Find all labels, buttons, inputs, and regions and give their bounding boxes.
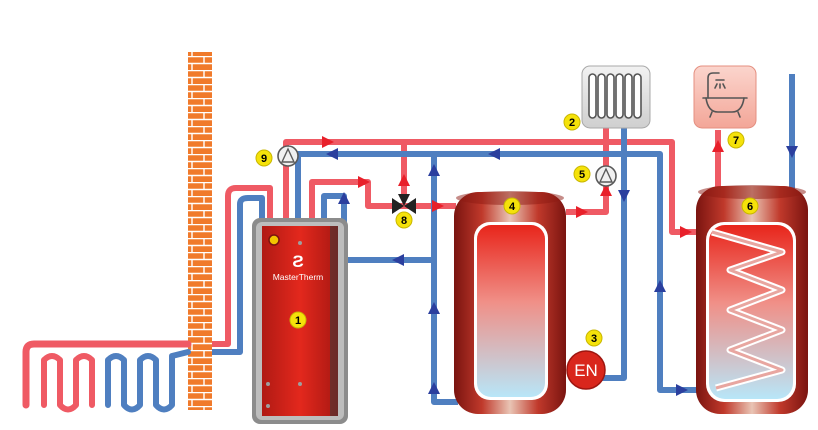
brand-logo-icon: Ƨ — [292, 252, 303, 271]
arrow-hot — [712, 140, 724, 152]
badge-8: 8 — [395, 211, 413, 229]
heating-pump — [277, 145, 299, 167]
arrow-cold — [428, 302, 440, 314]
arrow-cold — [338, 192, 350, 204]
arrow-hot — [680, 226, 692, 238]
svg-text:3: 3 — [591, 333, 597, 345]
badge-6: 6 — [741, 197, 759, 215]
svg-text:9: 9 — [261, 153, 267, 165]
underfloor-heating-loops — [22, 340, 192, 413]
brick-wall — [188, 52, 212, 410]
arrow-cold — [428, 382, 440, 394]
arrow-cold — [786, 146, 798, 158]
arrow-cold — [392, 254, 404, 266]
svg-text:4: 4 — [509, 201, 516, 213]
arrow-cold — [428, 164, 440, 176]
wall-pipes — [212, 185, 273, 355]
flow-arrows — [322, 136, 798, 396]
arrow-hot — [322, 136, 334, 148]
bath-icon — [702, 72, 748, 118]
badge-7: 7 — [727, 131, 745, 149]
radiator — [581, 65, 651, 129]
svg-text:2: 2 — [569, 117, 575, 129]
brand-name: MasterTherm — [273, 272, 324, 282]
svg-text:7: 7 — [733, 135, 739, 147]
return-pipes — [295, 74, 795, 405]
badge-9: 9 — [255, 149, 273, 167]
svg-text:6: 6 — [747, 201, 753, 213]
badge-3: 3 — [585, 329, 603, 347]
svg-text:8: 8 — [401, 215, 407, 227]
arrow-hot — [432, 200, 444, 212]
arrow-cold — [676, 384, 688, 396]
arrow-hot — [398, 174, 410, 186]
three-way-valve — [392, 194, 416, 214]
arrow-hot — [600, 184, 612, 196]
buffer-tank — [454, 191, 566, 414]
badge-2: 2 — [563, 113, 581, 131]
svg-text:EN: EN — [574, 361, 598, 380]
badge-1: 1 — [289, 311, 307, 329]
bath — [693, 65, 757, 129]
status-indicator — [268, 234, 280, 246]
expansion-vessel: EN — [566, 350, 606, 390]
hot-water-tank — [696, 185, 808, 414]
arrow-hot — [358, 176, 370, 188]
circulation-pump — [595, 165, 617, 187]
svg-text:5: 5 — [579, 169, 585, 181]
svg-text:1: 1 — [295, 315, 301, 327]
badge-4: 4 — [503, 197, 521, 215]
arrow-cold — [488, 148, 500, 160]
badge-5: 5 — [573, 165, 591, 183]
arrow-cold — [618, 190, 630, 202]
arrow-cold — [326, 148, 338, 160]
arrow-hot — [576, 206, 588, 218]
arrow-cold — [654, 280, 666, 292]
